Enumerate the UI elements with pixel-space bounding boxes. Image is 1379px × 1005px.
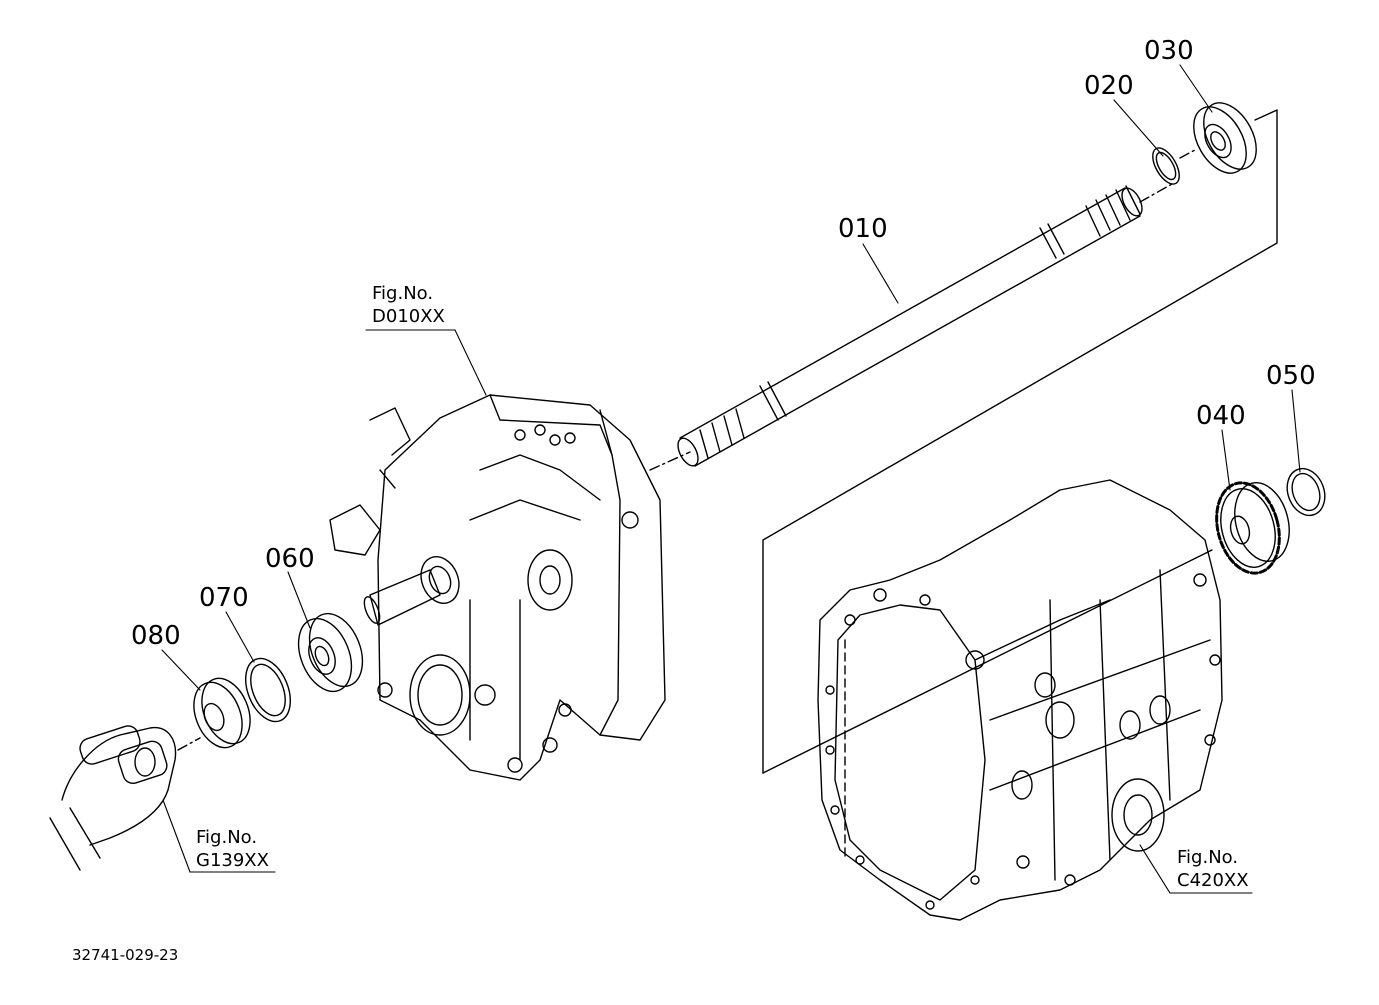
seal-080 xyxy=(193,677,251,749)
snap-ring-020 xyxy=(1152,147,1180,185)
fig-ref-c420xx-code: C420XX xyxy=(1177,870,1249,891)
callout-010: 010 xyxy=(838,214,888,244)
callout-070: 070 xyxy=(199,583,249,613)
fig-ref-d010xx-label: Fig.No. xyxy=(372,283,434,304)
fig-ref-d010xx: Fig.No. D010XX xyxy=(372,282,445,328)
callout-040: 040 xyxy=(1196,401,1246,431)
shaft-010 xyxy=(677,183,1173,467)
callout-020: 020 xyxy=(1084,71,1134,101)
center-housing xyxy=(329,394,666,781)
callout-030: 030 xyxy=(1144,36,1194,66)
fig-ref-c420xx: Fig.No. C420XX xyxy=(1177,846,1249,892)
callout-060: 060 xyxy=(265,544,315,574)
callout-050: 050 xyxy=(1266,361,1316,391)
fig-ref-g139xx: Fig.No. G139XX xyxy=(196,826,269,872)
assembly-frame xyxy=(649,109,1278,774)
bearing-060 xyxy=(297,612,364,693)
drawing-code: 32741-029-23 xyxy=(72,946,179,964)
callout-080: 080 xyxy=(131,621,181,651)
leader-lines xyxy=(161,64,1301,894)
fig-ref-g139xx-label: Fig.No. xyxy=(196,827,258,848)
snap-ring-070 xyxy=(245,657,291,723)
snap-ring-050 xyxy=(1286,467,1326,517)
universal-joint xyxy=(49,725,201,871)
fig-ref-g139xx-code: G139XX xyxy=(196,850,269,871)
gear-040 xyxy=(1215,481,1290,575)
fig-ref-c420xx-label: Fig.No. xyxy=(1177,847,1239,868)
fig-ref-d010xx-code: D010XX xyxy=(372,306,445,327)
bearing-030 xyxy=(1193,102,1257,174)
rear-housing xyxy=(817,479,1223,921)
